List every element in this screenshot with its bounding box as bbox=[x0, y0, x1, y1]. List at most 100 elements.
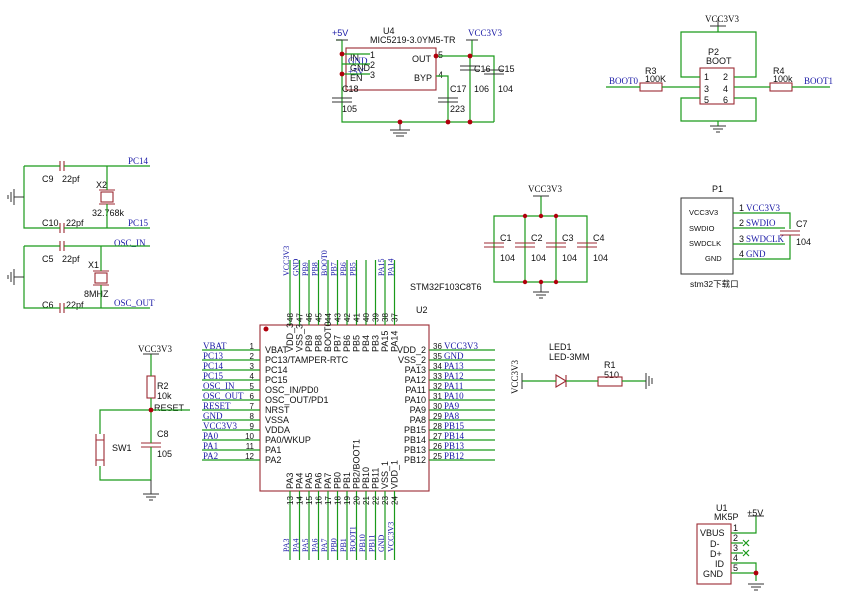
mcu-right-pin-name: VDD_2 bbox=[397, 345, 426, 355]
mcu-left-net-label: PA1 bbox=[203, 441, 218, 451]
mcu-bottom-net-label: GND bbox=[377, 534, 386, 552]
mcu-right-pin-number: 36 bbox=[433, 342, 442, 351]
c15-val: 104 bbox=[498, 84, 513, 94]
mcu-top-pin-number: 43 bbox=[334, 313, 343, 322]
reset-net-label: RESET bbox=[154, 403, 185, 413]
u4-pin-en: EN bbox=[350, 73, 363, 83]
mcu-left-pin-number: 5 bbox=[250, 382, 255, 391]
p2-body[interactable] bbox=[699, 67, 735, 105]
mcu-top-net-label: VCC3V3 bbox=[282, 246, 291, 276]
vcc-label-u4: VCC3V3 bbox=[468, 28, 503, 38]
c9-val: 22pf bbox=[62, 174, 80, 184]
mcu-top-pin-number: 45 bbox=[315, 313, 324, 322]
u1-num3: 3 bbox=[733, 543, 738, 553]
c6-ref: C6 bbox=[42, 300, 54, 310]
mcu-bottom-pin-name: PA3 bbox=[285, 473, 295, 489]
mcu-bottom-pin-number: 18 bbox=[334, 496, 343, 505]
mcu-right-pin-number: 33 bbox=[433, 372, 442, 381]
mcu-top-net-label: PB5 bbox=[349, 262, 358, 276]
mcu-top-pin-name: PB6 bbox=[342, 335, 352, 352]
x1-val: 8MHZ bbox=[84, 289, 109, 299]
c9-ref: C9 bbox=[42, 174, 54, 184]
c18-val: 105 bbox=[342, 104, 357, 114]
mcu-left-pin-number: 12 bbox=[245, 452, 254, 461]
u4-pin-in: IN bbox=[350, 53, 359, 63]
mcu-top-net-label: PA15 bbox=[377, 259, 386, 277]
p1-caption: stm32下载口 bbox=[690, 279, 739, 289]
mcu-top-pin-name: PB9 bbox=[304, 335, 314, 352]
mcu-top-pin-name: PB7 bbox=[333, 335, 343, 352]
mcu-top-pin-number: 47 bbox=[296, 313, 305, 322]
mcu-right-pin-name: PB12 bbox=[404, 455, 426, 465]
p1-net3: SWDCLK bbox=[746, 234, 785, 244]
reset-circuit: VCC3V3 R2 10k RESET C8 105 SW1 bbox=[95, 344, 190, 501]
usb-connector-u1: U1 MK5P +5V VBUS D- D+ ID GND 1 2 3 4 5 bbox=[696, 503, 764, 591]
mcu-left-net-label: VCC3V3 bbox=[203, 421, 238, 431]
mcu-bottom-pin-number: 16 bbox=[315, 496, 324, 505]
mcu-right-pin-number: 31 bbox=[433, 392, 442, 401]
u4-pin-byp: BYP bbox=[414, 73, 432, 83]
mcu-bottom-net-label: PB1 bbox=[339, 538, 348, 552]
mcu-right-pin-number: 32 bbox=[433, 382, 442, 391]
r1-ref: R1 bbox=[604, 360, 616, 370]
mcu-right-pin-name: PA9 bbox=[410, 405, 426, 415]
mcu-top-pin-name: PA14 bbox=[390, 331, 400, 352]
mcu-left-pin-number: 11 bbox=[246, 442, 255, 451]
p1-num1: 1 bbox=[739, 203, 744, 213]
u1-body[interactable] bbox=[696, 523, 732, 585]
led1-part: LED-3MM bbox=[549, 352, 590, 362]
u4-ref: U4 bbox=[383, 26, 395, 36]
mcu-right-pin-name: PA12 bbox=[405, 375, 426, 385]
mcu-left-pin-name: OSC_IN/PD0 bbox=[265, 385, 319, 395]
mcu-bottom-pin-name: PB0 bbox=[333, 472, 343, 489]
mcu-right-pin-number: 30 bbox=[433, 402, 442, 411]
mcu-left-net-label: PC13 bbox=[203, 351, 224, 361]
mcu-bottom-pin-number: 17 bbox=[324, 496, 333, 505]
mcu-left-pin-name: VSSA bbox=[265, 415, 289, 425]
mcu-top-pin-name: PB4 bbox=[361, 335, 371, 352]
mcu-top-pin-number: 46 bbox=[305, 313, 314, 322]
mcu-right-net-label: PB15 bbox=[444, 421, 465, 431]
mcu-bottom-net-label: VCC3V3 bbox=[387, 522, 396, 552]
mcu-bottom-pin-name: PA4 bbox=[295, 473, 305, 489]
p2-pin3: 3 bbox=[704, 84, 709, 94]
mcu-right-net-label: PA12 bbox=[444, 371, 464, 381]
p1-body[interactable] bbox=[680, 197, 734, 275]
pc15-net: PC15 bbox=[128, 218, 149, 228]
mcu-top-pin-number: 48 bbox=[286, 313, 295, 322]
mcu-left-pin-name: NRST bbox=[265, 405, 290, 415]
sw1-ref: SW1 bbox=[112, 443, 132, 453]
led1-ref: LED1 bbox=[549, 342, 572, 352]
mcu-left-pin-number: 4 bbox=[250, 372, 255, 381]
p1-net2: SWDIO bbox=[746, 218, 776, 228]
u4-pin-2: 2 bbox=[370, 60, 375, 70]
mcu-bottom-pin-number: 19 bbox=[343, 496, 352, 505]
mcu-left-pin-name: PA0/WKUP bbox=[265, 435, 311, 445]
u4-pin-out: OUT bbox=[412, 54, 432, 64]
mcu-right-net-label: PB13 bbox=[444, 441, 465, 451]
mcu-bottom-pin-number: 24 bbox=[391, 496, 400, 505]
p1-pin3-label: SWDCLK bbox=[689, 239, 721, 248]
mcu-right-pin-number: 26 bbox=[433, 442, 442, 451]
mcu-top-net-label: PB9 bbox=[301, 262, 310, 276]
p2-pin6: 6 bbox=[723, 95, 728, 105]
u1-num4: 4 bbox=[733, 553, 738, 563]
mcu-bottom-pin-name: PA6 bbox=[314, 473, 324, 489]
mcu-right-net-label: PB12 bbox=[444, 451, 464, 461]
mcu-right-pin-number: 27 bbox=[433, 432, 442, 441]
c16-ref: C16 bbox=[474, 64, 491, 74]
mcu-bottom-pin-name: PB2/BOOT1 bbox=[352, 439, 362, 489]
mcu-bottom-net-label: PB0 bbox=[330, 538, 339, 552]
mcu-left-pin-name: VDDA bbox=[265, 425, 290, 435]
mcu-top-pin-number: 39 bbox=[372, 313, 381, 322]
c17-ref: C17 bbox=[450, 84, 467, 94]
r4-val: 100k bbox=[773, 74, 793, 84]
mcu-left-net-label: RESET bbox=[203, 401, 231, 411]
vcc-label-boot: VCC3V3 bbox=[705, 14, 740, 24]
regulator-u4: U4 MIC5219-3.0YM5-TR IN GND EN OUT BYP 1… bbox=[332, 26, 515, 137]
mcu-top-net-label: BOOT0 bbox=[320, 250, 329, 276]
mcu-bottom-pin-name: PA5 bbox=[304, 473, 314, 489]
mcu-left-pin-name: PC13/TAMPER-RTC bbox=[265, 355, 349, 365]
